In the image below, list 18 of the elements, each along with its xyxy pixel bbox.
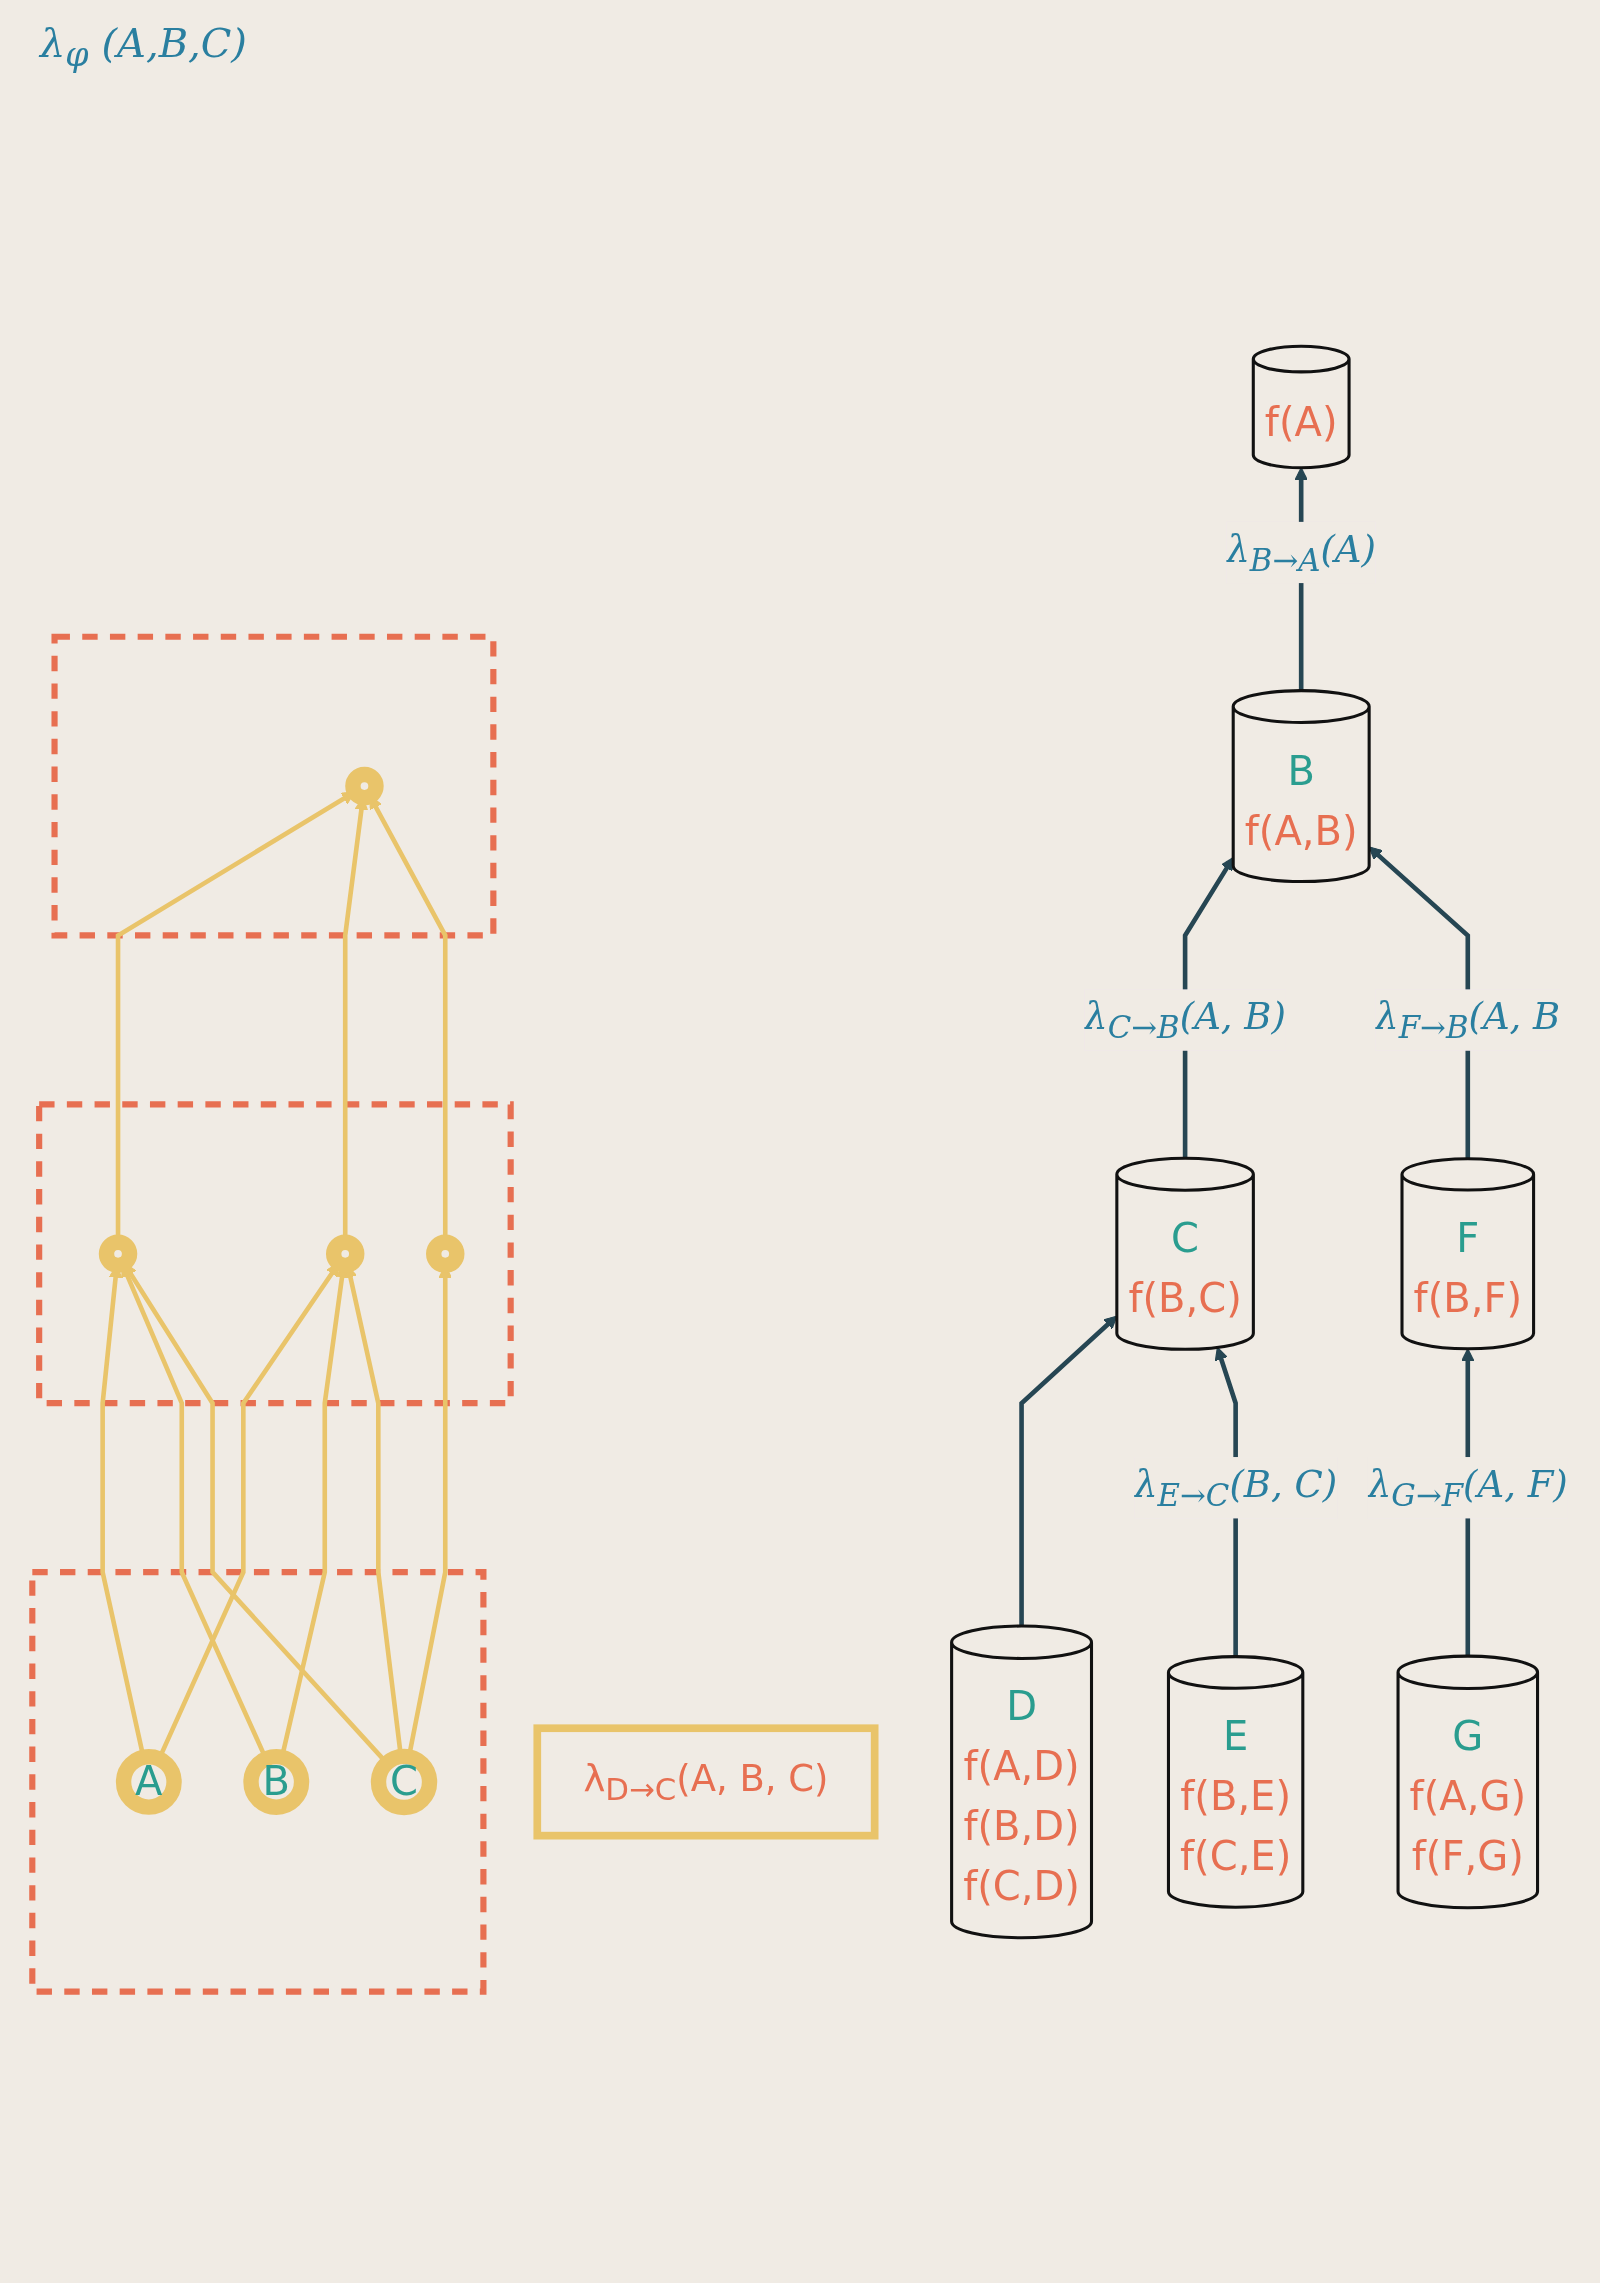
cluster: [29, 1569, 487, 1995]
node-box: λ$_{D→C}$(A, B, C): [533, 1724, 879, 1840]
cluster: [51, 633, 497, 939]
node-circle: C: [370, 1748, 438, 1816]
node-circle: B: [243, 1748, 310, 1815]
edge-label: λ$_{G→F}$(A, F): [1367, 1463, 1568, 1514]
node-circle: [325, 1234, 365, 1274]
edge-label: λ$_{E→C}$(B, C): [1134, 1463, 1338, 1514]
node-circle: [98, 1234, 138, 1274]
edge-label: λ$_{C→B}$(A, B): [1084, 995, 1286, 1046]
edge-label: λ$_{B→A}$(A): [1226, 527, 1376, 579]
node-circle: A: [115, 1749, 182, 1815]
edge-label: λ$_{F→B}$(A, B: [1375, 995, 1561, 1046]
cluster: [36, 1101, 514, 1407]
arrow: [1019, 1315, 1118, 1627]
formula-label: λ$_{φ}$ (A,B,C): [40, 20, 247, 74]
node-circle: [426, 1234, 465, 1274]
node-circle: [345, 766, 384, 806]
